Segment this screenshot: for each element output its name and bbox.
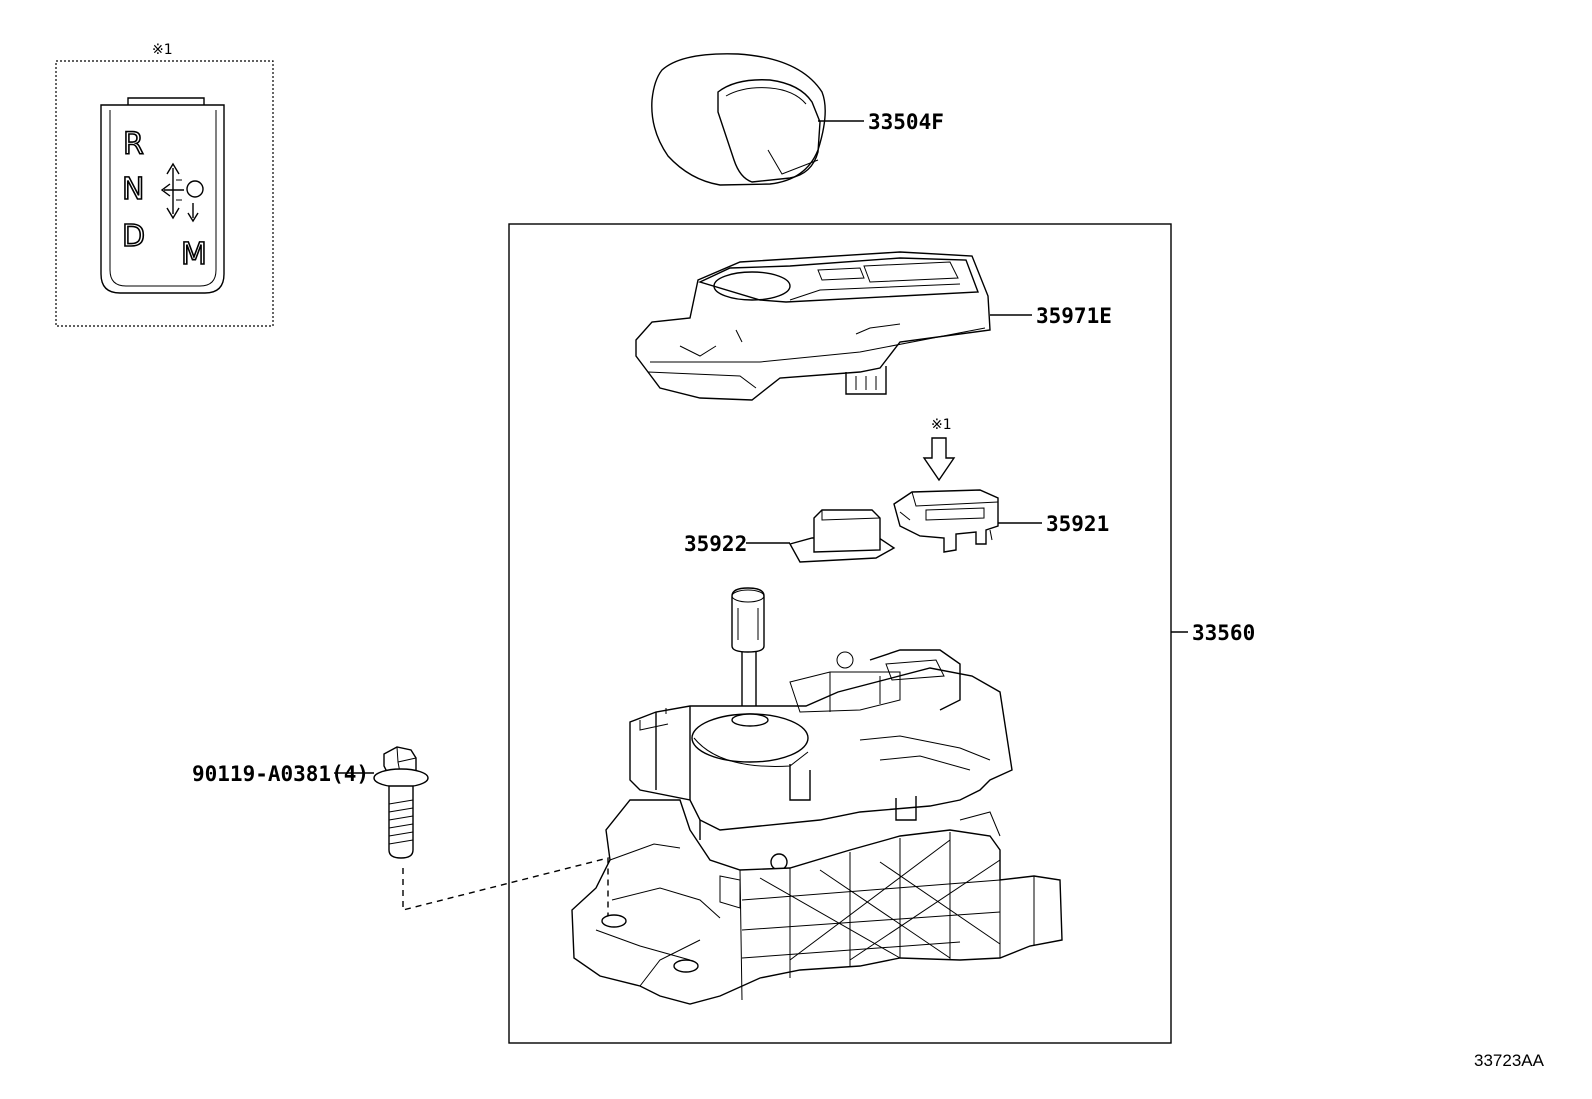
housing-body: [635, 251, 991, 401]
gate-plate-tab: [127, 97, 205, 105]
indicator-bulb-holder-illustration: [788, 509, 896, 563]
gate-letter-n: N: [122, 172, 144, 207]
housing-lever-opening: [713, 271, 791, 301]
part-label-35921: 35921: [1046, 512, 1109, 536]
down-arrow-icon: [922, 437, 956, 482]
illustration-id: 33723AA: [1474, 1051, 1545, 1070]
inset-note-label: ※1: [152, 42, 173, 58]
gate-arrows-icon: [160, 162, 204, 223]
bolt-shank: [388, 785, 414, 859]
bolt-illustration: [373, 746, 429, 859]
indicator-lamp-illustration: [893, 489, 999, 553]
gate-letter-r: R: [123, 127, 144, 162]
gate-plate-outline: [100, 104, 225, 294]
position-indicator-housing-illustration: [635, 251, 991, 401]
lamp-body: [893, 489, 999, 553]
bolt-hole-left: [601, 914, 627, 928]
assembly-frame: [508, 223, 1172, 1044]
indicator-note-label: ※1: [931, 417, 952, 433]
part-label-35971e: 35971E: [1036, 304, 1112, 328]
housing-connector: [845, 366, 887, 395]
bolt-flange: [373, 768, 429, 788]
bolt-install-path: [402, 857, 609, 916]
lever-collar: [731, 713, 769, 727]
bolt-hole-front: [673, 959, 699, 973]
inset-frame: [55, 60, 274, 327]
part-label-33560: 33560: [1192, 621, 1255, 645]
housing-top-surface: [698, 257, 979, 303]
inset-shift-gate: ※1 R N D M: [55, 42, 274, 327]
gate-letter-d: D: [122, 219, 145, 254]
upper-bracket: [869, 649, 961, 711]
part-label-33504f: 33504F: [868, 110, 944, 134]
part-label-bolt: 90119-A0381(4): [192, 762, 369, 786]
shift-knob-shell: [651, 53, 826, 186]
shift-knob-grip: [717, 79, 821, 183]
shift-knob-illustration: [651, 53, 826, 186]
holder-block: [813, 509, 881, 553]
gate-letter-m: M: [181, 237, 207, 272]
gate-plate-inner: [109, 110, 217, 287]
shift-lever-assembly-illustration: [571, 587, 1063, 1005]
lever-cap: [731, 587, 765, 653]
lower-frame: [571, 799, 1063, 1005]
upper-housing: [629, 667, 1013, 831]
part-label-35922: 35922: [684, 532, 747, 556]
